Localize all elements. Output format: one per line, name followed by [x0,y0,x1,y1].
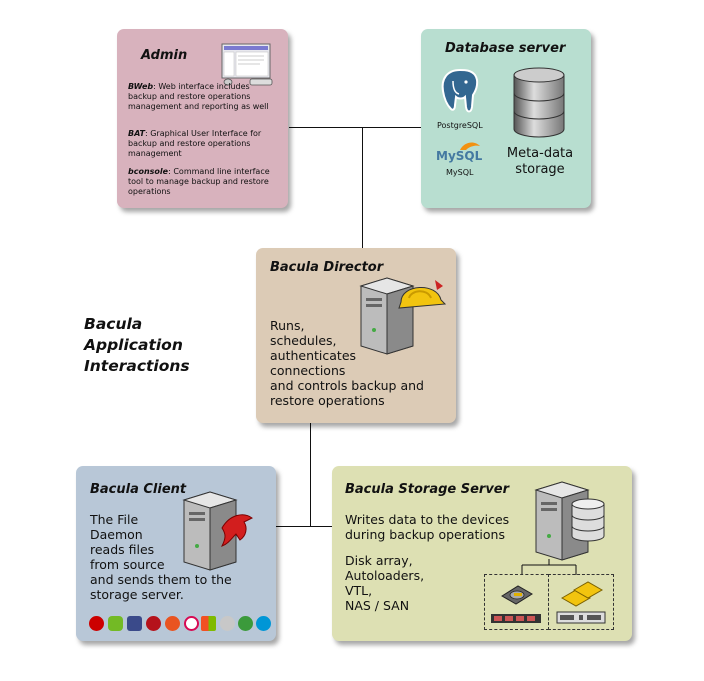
director-title: Bacula Director [270,260,384,275]
client-desc-line: storage server. [90,587,184,602]
client-box [76,466,276,641]
storage-desc-line: VTL, [345,583,373,598]
storage-server-icon [534,481,605,561]
director-desc-line: authenticates [270,348,357,363]
client-title: Bacula Client [90,482,187,497]
client-description: The File Daemon reads files from source … [90,512,270,602]
admin-title: Admin [141,48,188,63]
bat-description: BAT: Graphical User Interface for backup… [128,129,278,159]
client-desc-line: The File [90,512,139,527]
client-desc-line: from source [90,557,165,572]
bat-name: BAT [128,129,145,138]
disk-array-rack-icon [491,614,541,623]
redhat-icon [89,616,104,631]
ubuntu-icon [165,616,180,631]
hpux-icon [256,616,271,631]
debian-icon [184,616,199,631]
heading-line-3: Interactions [84,357,190,375]
storage-desc-line: during backup operations [345,527,505,542]
heading-line-1: Bacula [84,315,143,333]
storage-desc-line: Writes data to the devices [345,512,510,527]
postgresql-elephant-icon [441,68,479,113]
storage-description-1: Writes data to the devices during backup… [345,512,535,542]
postgresql-label: PostgreSQL [437,121,483,130]
dolphin-icon [460,142,480,150]
metadata-storage-label: Meta-data storage [500,146,580,178]
windows-icon [201,616,216,631]
opensuse-icon [238,616,253,631]
storage-label-line-2: storage [515,162,565,177]
freebsd-icon [146,616,161,631]
director-desc-line: restore operations [270,393,385,408]
autoloader-device [548,574,614,630]
bweb-text: : Web interface includes backup and rest… [128,82,269,111]
hard-disk-icon [501,585,533,605]
connector-to-director [362,127,363,248]
client-server-icon [182,491,253,571]
connector-client-storage [276,526,332,527]
bweb-name: BWeb [128,82,154,91]
diagram-heading: Bacula Application Interactions [84,314,190,377]
director-desc-line: Runs, [270,318,305,333]
connector-director-down [310,423,311,526]
server-with-hardhat-icon [359,277,447,355]
director-desc-line: schedules, [270,333,337,348]
devices-branch-lines [521,559,577,575]
director-description: Runs, schedules, authenticates connectio… [270,318,450,408]
computer-icon [221,43,273,86]
director-box [256,248,456,423]
mysql-logo: MySQL [436,149,483,163]
mysql-label: MySQL [446,168,474,177]
client-desc-line: reads files [90,542,155,557]
storage-description-2: Disk array, Autoloaders, VTL, NAS / SAN [345,553,485,613]
storage-desc-line: NAS / SAN [345,598,410,613]
bconsole-name: bconsole [128,167,169,176]
apple-icon [220,616,235,631]
database-title: Database server [445,41,566,56]
bconsole-text: : Command line interface tool to manage … [128,167,270,196]
client-desc-line: and sends them to the [90,572,232,587]
tape-library-rack-icon [556,611,606,624]
storage-desc-line: Disk array, [345,553,413,568]
tape-cartridges-icon [560,581,604,607]
bweb-description: BWeb: Web interface includes backup and … [128,82,280,112]
heading-line-2: Application [84,336,183,354]
bconsole-description: bconsole: Command line interface tool to… [128,167,280,197]
storage-desc-line: Autoloaders, [345,568,425,583]
suse-icon [108,616,123,631]
storage-label-line-1: Meta-data [506,146,574,161]
database-storage-icon [513,67,565,138]
storage-title: Bacula Storage Server [345,482,510,497]
slackware-icon [127,616,142,631]
director-desc-line: connections [270,363,346,378]
connector-admin-db [289,127,421,128]
bat-text: : Graphical User Interface for backup an… [128,129,262,158]
client-desc-line: Daemon [90,527,143,542]
director-desc-line: and controls backup and [270,378,424,393]
